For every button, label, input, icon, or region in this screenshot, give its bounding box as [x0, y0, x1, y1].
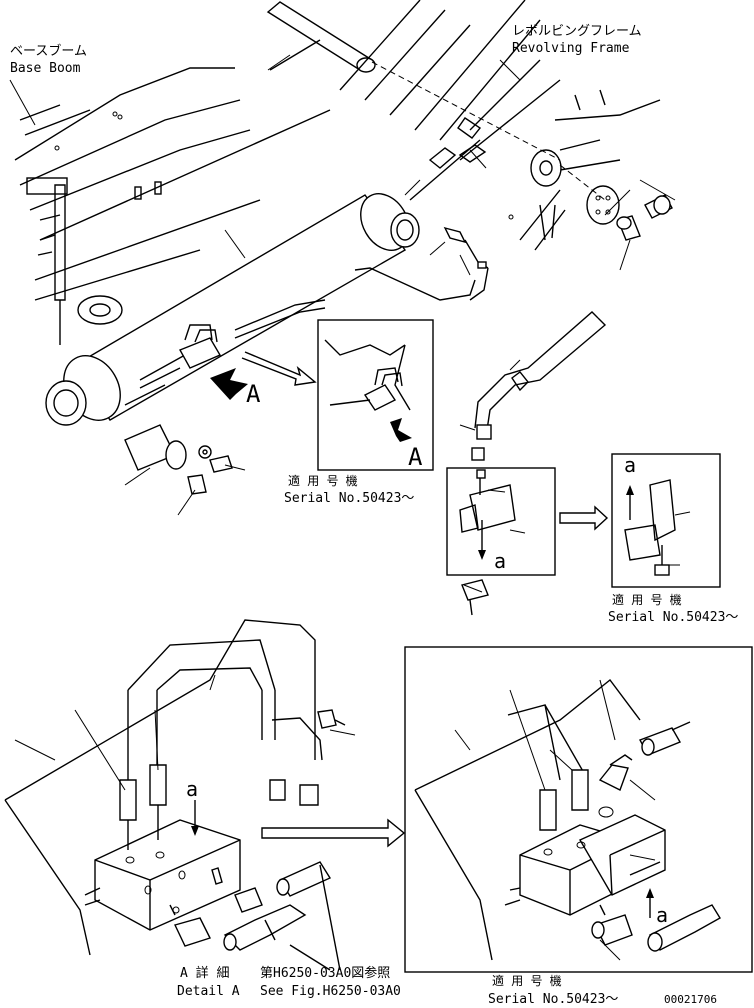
detail-a-label-jp: A 詳 細 [180, 965, 229, 981]
see-fig-label-en: See Fig.H6250-03A0 [260, 984, 401, 999]
bracket-box: a [446, 467, 556, 576]
fitting-below-bracket [461, 579, 489, 616]
ref-a-new-bracket: a [624, 453, 636, 477]
inset-view-a-top: A [317, 319, 434, 471]
serial-label-en-right: Serial No.50423～ [608, 610, 738, 625]
arrow-to-new-detail [261, 818, 406, 848]
ref-a-bracket: a [494, 549, 506, 573]
new-bracket-box: a [611, 453, 721, 588]
view-letter-a-main: A [246, 380, 261, 408]
serial-label-en-top-left: Serial No.50423～ [284, 491, 414, 506]
boom-cylinder [45, 193, 489, 495]
base-boom-label-jp: ベースブーム [10, 43, 87, 59]
revolving-frame-label-jp: レボルビングフレーム [512, 24, 642, 39]
serial-label-jp-bottom-right: 適 用 号 機 [492, 973, 562, 988]
leader-lines [9, 54, 691, 961]
view-a-indicator: A [210, 351, 317, 408]
serial-label-jp-top-left: 適 用 号 機 [288, 473, 358, 488]
serial-label-en-bottom-right: Serial No.50423～ [488, 992, 618, 1007]
detail-a-drawing: a [4, 619, 346, 971]
revolving-frame-drawing [117, 0, 673, 251]
see-fig-label-jp: 第H6250-03A0図参照 [260, 965, 390, 981]
new-detail-box: a [404, 646, 753, 973]
base-boom-label-en: Base Boom [10, 61, 81, 76]
view-letter-a-inset: A [408, 443, 423, 471]
serial-label-jp-right: 適 用 号 機 [612, 592, 682, 607]
pipe-assembly [471, 311, 607, 461]
revolving-frame-label-en: Revolving Frame [512, 41, 630, 56]
base-boom-drawing [14, 67, 331, 345]
arrow-to-new-bracket [559, 505, 609, 531]
detail-a-label-en: Detail A [177, 984, 240, 999]
drawing-number: 00021706 [664, 993, 717, 1006]
ref-a-detail: a [186, 777, 198, 801]
ref-a-new-detail: a [656, 903, 668, 927]
